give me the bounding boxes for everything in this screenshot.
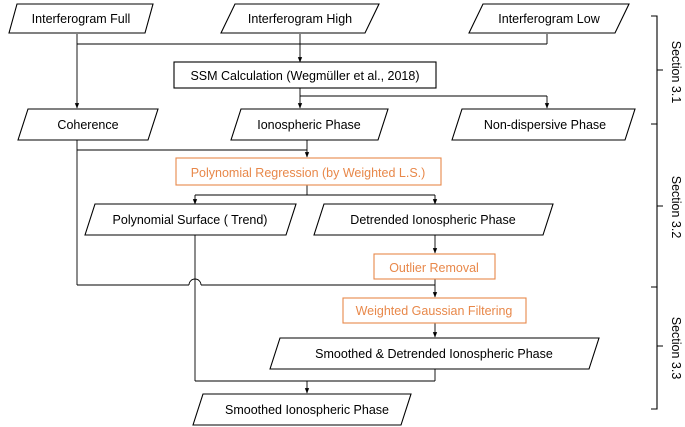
svg-text:Interferogram Low: Interferogram Low — [498, 12, 600, 26]
svg-text:Smoothed Ionospheric Phase: Smoothed Ionospheric Phase — [225, 403, 389, 417]
node-polynomial-surface: Polynomial Surface ( Trend) — [84, 203, 297, 236]
svg-text:Detrended Ionospheric Phase: Detrended Ionospheric Phase — [350, 213, 515, 227]
node-smoothed-detrended-phase: Smoothed & Detrended Ionospheric Phase — [269, 337, 600, 370]
node-outlier-removal: Outlier Removal — [373, 253, 496, 280]
svg-text:Interferogram Full: Interferogram Full — [32, 12, 131, 26]
svg-text:Polynomial Regression (by Weig: Polynomial Regression (by Weighted L.S.) — [191, 166, 426, 180]
connectors — [74, 34, 550, 394]
node-polynomial-regression: Polynomial Regression (by Weighted L.S.) — [175, 157, 442, 186]
svg-text:Section 3.3: Section 3.3 — [669, 317, 683, 380]
svg-text:SSM Calculation (Wegmüller et: SSM Calculation (Wegmüller et al., 2018) — [190, 69, 419, 83]
section-brace-3-2: Section 3.2 — [651, 123, 683, 288]
svg-text:Ionospheric Phase: Ionospheric Phase — [257, 118, 361, 132]
node-ssm-calculation: SSM Calculation (Wegmüller et al., 2018) — [173, 61, 437, 89]
svg-text:Weighted Gaussian Filtering: Weighted Gaussian Filtering — [356, 304, 513, 318]
svg-text:Polynomial Surface ( Trend): Polynomial Surface ( Trend) — [113, 213, 268, 227]
node-smoothed-ionospheric-phase: Smoothed Ionospheric Phase — [192, 393, 412, 426]
svg-text:Outlier Removal: Outlier Removal — [389, 261, 479, 275]
section-brace-3-3: Section 3.3 — [651, 286, 683, 410]
svg-text:Smoothed & Detrended Ionospher: Smoothed & Detrended Ionospheric Phase — [315, 347, 553, 361]
svg-text:Section 3.2: Section 3.2 — [669, 176, 683, 239]
node-interferogram-low: Interferogram Low — [468, 3, 630, 34]
node-weighted-gaussian-filtering: Weighted Gaussian Filtering — [342, 297, 527, 324]
node-interferogram-high: Interferogram High — [220, 3, 380, 34]
svg-text:Non-dispersive Phase: Non-dispersive Phase — [484, 118, 606, 132]
node-non-dispersive-phase: Non-dispersive Phase — [451, 108, 636, 141]
node-detrended-ionospheric-phase: Detrended Ionospheric Phase — [313, 203, 554, 236]
node-interferogram-full: Interferogram Full — [8, 3, 154, 34]
section-brace-3-1: Section 3.1 — [651, 15, 683, 125]
node-ionospheric-phase: Ionospheric Phase — [230, 108, 389, 141]
svg-text:Section 3.1: Section 3.1 — [669, 41, 683, 104]
svg-text:Coherence: Coherence — [57, 118, 118, 132]
node-coherence: Coherence — [17, 108, 159, 141]
svg-text:Interferogram High: Interferogram High — [248, 12, 352, 26]
